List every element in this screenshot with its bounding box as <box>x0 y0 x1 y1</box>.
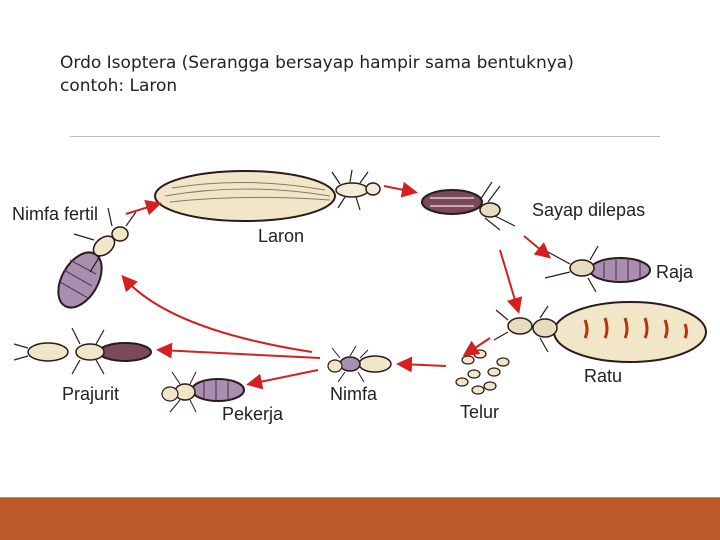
raja-illustration <box>545 246 650 292</box>
arrow-nimfa-fertil-to-laron <box>126 204 158 214</box>
nimfa-illustration <box>328 346 391 382</box>
title-line-2: contoh: Laron <box>60 75 660 98</box>
arrow-nimfa-to-nimfa-fertil <box>124 278 312 352</box>
title-divider <box>70 136 660 137</box>
label-telur: Telur <box>460 402 499 422</box>
label-prajurit: Prajurit <box>62 384 119 404</box>
label-nimfa: Nimfa <box>330 384 378 404</box>
footer-bar <box>0 498 720 540</box>
termite-life-cycle-diagram: Nimfa fertil Laron Sayap dilepas Raja Ra… <box>0 160 720 440</box>
arrow-nimfa-to-prajurit <box>160 350 320 358</box>
arrow-laron-to-sayap-dilepas <box>384 186 414 192</box>
label-pekerja: Pekerja <box>222 404 284 424</box>
label-ratu: Ratu <box>584 366 622 386</box>
arrow-sayap-dilepas-to-raja <box>524 236 548 256</box>
label-nimfa-fertil: Nimfa fertil <box>12 204 98 224</box>
slide-title: Ordo Isoptera (Serangga bersayap hampir … <box>60 52 660 98</box>
ratu-illustration <box>494 302 706 362</box>
arrow-sayap-dilepas-to-ratu <box>500 250 518 310</box>
sayap-dilepas-illustration <box>422 182 515 230</box>
arrow-telur-to-nimfa <box>400 364 446 366</box>
telur-illustration <box>456 350 509 394</box>
title-line-1: Ordo Isoptera (Serangga bersayap hampir … <box>60 52 660 75</box>
label-sayap-dilepas: Sayap dilepas <box>532 200 645 220</box>
nimfa-fertil-illustration <box>49 208 136 315</box>
laron-illustration <box>155 170 380 221</box>
arrow-nimfa-to-pekerja <box>250 370 318 384</box>
label-raja: Raja <box>656 262 694 282</box>
label-laron: Laron <box>258 226 304 246</box>
prajurit-illustration <box>14 328 151 374</box>
